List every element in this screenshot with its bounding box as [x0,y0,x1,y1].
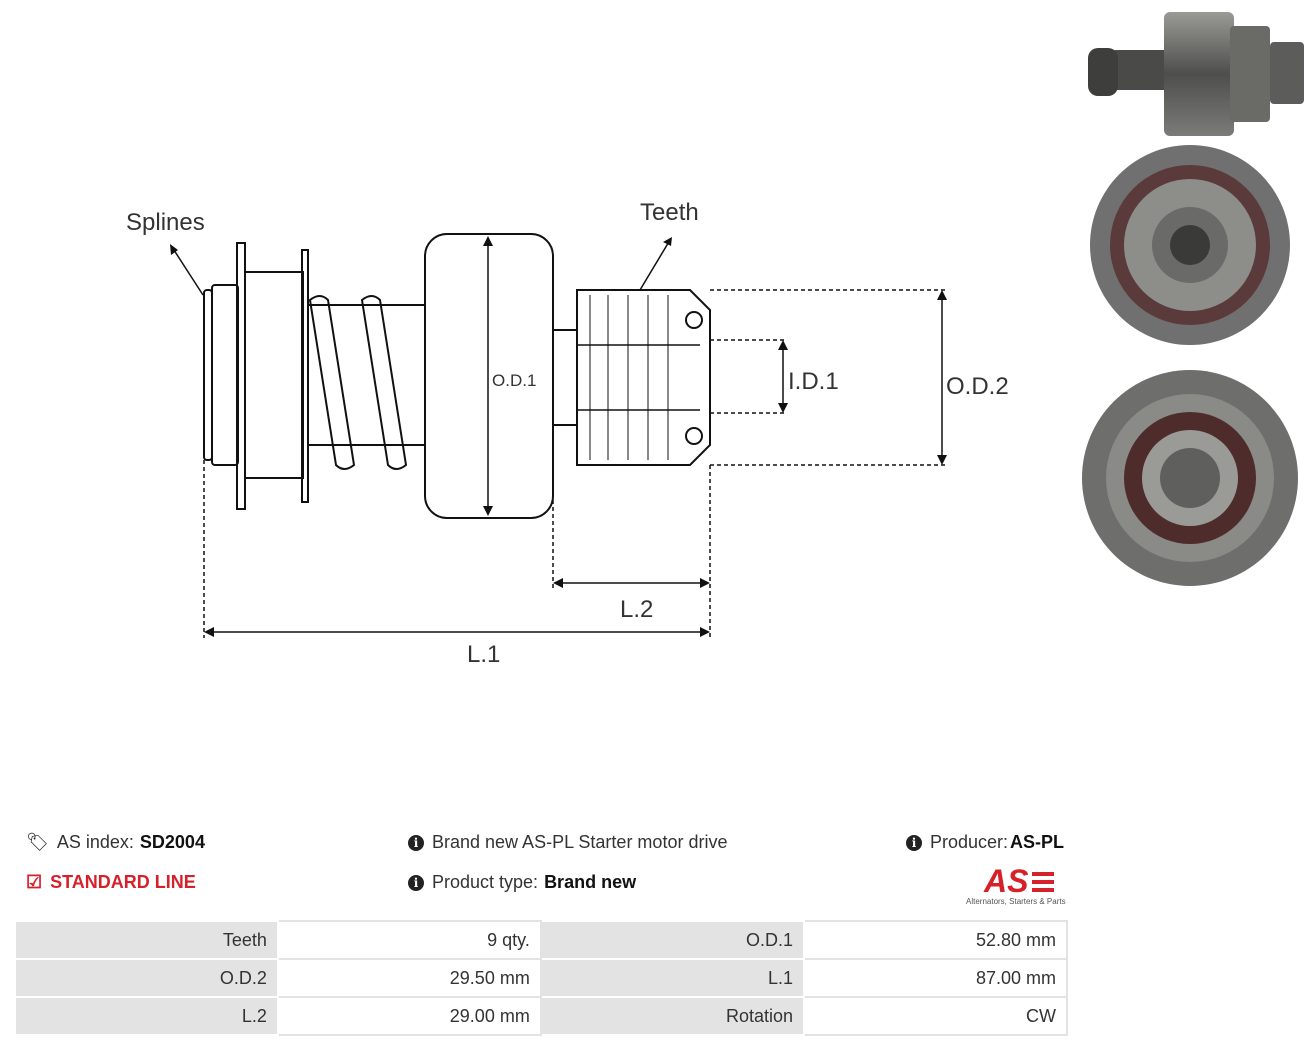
product-type-value: Brand new [544,872,637,892]
spring-housing [308,304,425,446]
spec-value: 9 qty. [276,920,542,960]
description-row: i Brand new AS-PL Starter motor drive [408,832,727,853]
front-view-photo [1090,145,1290,345]
spec-table: Teeth 9 qty. O.D.1 52.80 mm O.D.2 29.50 … [14,920,1068,1036]
rear-collar [211,284,239,466]
side-view-photo [1088,12,1304,136]
product-type-label: Product type: [432,872,539,892]
producer-row: i Producer: AS-PL [906,832,1064,853]
info-circle-icon: i [906,834,922,851]
pinion-body [576,289,711,466]
label-l2: L.2 [620,596,653,623]
spec-key: L.2 [14,996,279,1036]
table-row: O.D.2 29.50 mm L.1 87.00 mm [14,958,1068,998]
table-row: L.2 29.00 mm Rotation CW [14,996,1068,1036]
front-flange [301,249,309,503]
spring-coil-2 [360,295,408,470]
info-circle-icon: i [408,834,424,851]
clutch-body [244,271,304,479]
rear-view-photo [1082,370,1298,586]
label-od2: O.D.2 [946,373,1009,400]
spec-key: O.D.1 [539,920,806,960]
as-index-value: SD2004 [139,832,205,852]
standard-line-label: STANDARD LINE [50,872,196,892]
spec-key: L.1 [539,958,806,998]
logo-text: AS [983,863,1029,899]
label-id1: I.D.1 [788,368,839,395]
logo-subtitle: Alternators, Starters & Parts [966,897,1066,906]
spec-value: 87.00 mm [803,958,1068,998]
product-type-row: i Product type: Brand new [408,872,636,893]
tags-icon: 🏷 [26,832,49,852]
info-circle-icon: i [408,874,424,891]
spec-value: 29.00 mm [276,996,542,1036]
spec-value: 29.50 mm [276,958,542,998]
producer-label: Producer: [930,832,1009,852]
technical-diagram: Splines Teeth O.D.1 I.D.1 O.D.2 L.2 L.1 [126,199,1009,668]
table-row: Teeth 9 qty. O.D.1 52.80 mm [14,920,1068,960]
spec-value: CW [803,996,1068,1036]
spec-key: Teeth [14,920,279,960]
product-photos [1082,12,1304,586]
label-teeth: Teeth [640,199,699,226]
spring-coil-1 [308,295,356,470]
check-square-icon: ☑ [26,872,43,892]
as-logo: AS [983,863,1054,899]
spec-key: O.D.2 [14,958,279,998]
label-l1: L.1 [467,641,500,668]
description-text: Brand new AS-PL Starter motor drive [432,832,728,852]
label-splines: Splines [126,209,205,236]
as-index-label: AS index: [56,832,134,852]
splines-ring [203,289,213,461]
label-od1: O.D.1 [492,371,536,390]
spec-key: Rotation [539,996,806,1036]
neck [552,329,578,426]
producer-value: AS-PL [1010,832,1065,852]
standard-line-row: ☑ STANDARD LINE [26,872,196,893]
spec-value: 52.80 mm [803,920,1068,960]
as-index-row: 🏷 AS index: SD2004 [26,832,205,853]
